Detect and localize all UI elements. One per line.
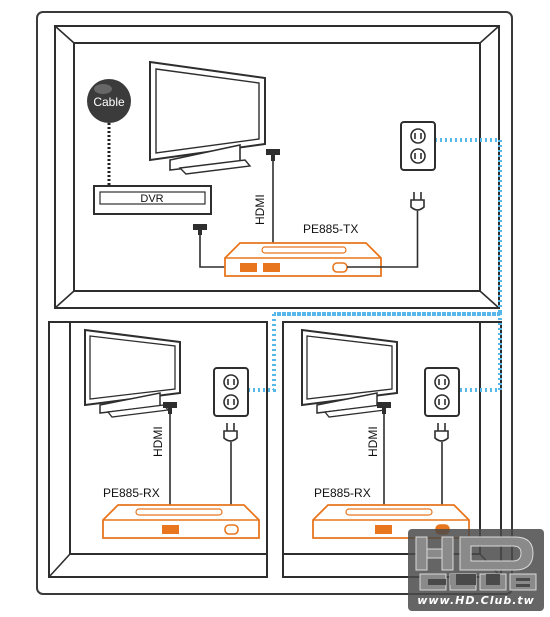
power-outlet-left-icon	[213, 367, 249, 417]
watermark-site-text: www.HD.Club.tw	[417, 594, 535, 607]
receiver-right-label: PE885-RX	[314, 486, 371, 500]
dvr-label: DVR	[140, 193, 163, 205]
receiver-left-device	[102, 504, 260, 539]
hdmi-top-label: HDMI	[253, 194, 267, 225]
house-outline	[36, 11, 513, 595]
receiver-left-label: PE885-RX	[103, 486, 160, 500]
hdmi-left-label: HDMI	[151, 426, 165, 457]
tv-top	[149, 60, 266, 175]
cable-source-icon: Cable	[87, 79, 131, 123]
tv-bottom-left	[84, 328, 181, 418]
power-outlet-right-icon	[424, 367, 460, 417]
hdclub-watermark-logo: www.HD.Club.tw	[408, 529, 544, 611]
power-plug-top-icon	[347, 192, 425, 268]
powerline-dotted-path	[248, 138, 502, 392]
power-outlet-top-icon	[400, 121, 436, 171]
transmitter-device	[224, 242, 382, 277]
hdmi-right-label: HDMI	[366, 426, 380, 457]
tv-bottom-right	[301, 328, 398, 418]
hdmi-plug-dvr-icon	[193, 224, 236, 268]
cable-label: Cable	[93, 95, 125, 109]
transmitter-label: PE885-TX	[303, 222, 358, 236]
dvr-box: DVR	[93, 185, 212, 215]
